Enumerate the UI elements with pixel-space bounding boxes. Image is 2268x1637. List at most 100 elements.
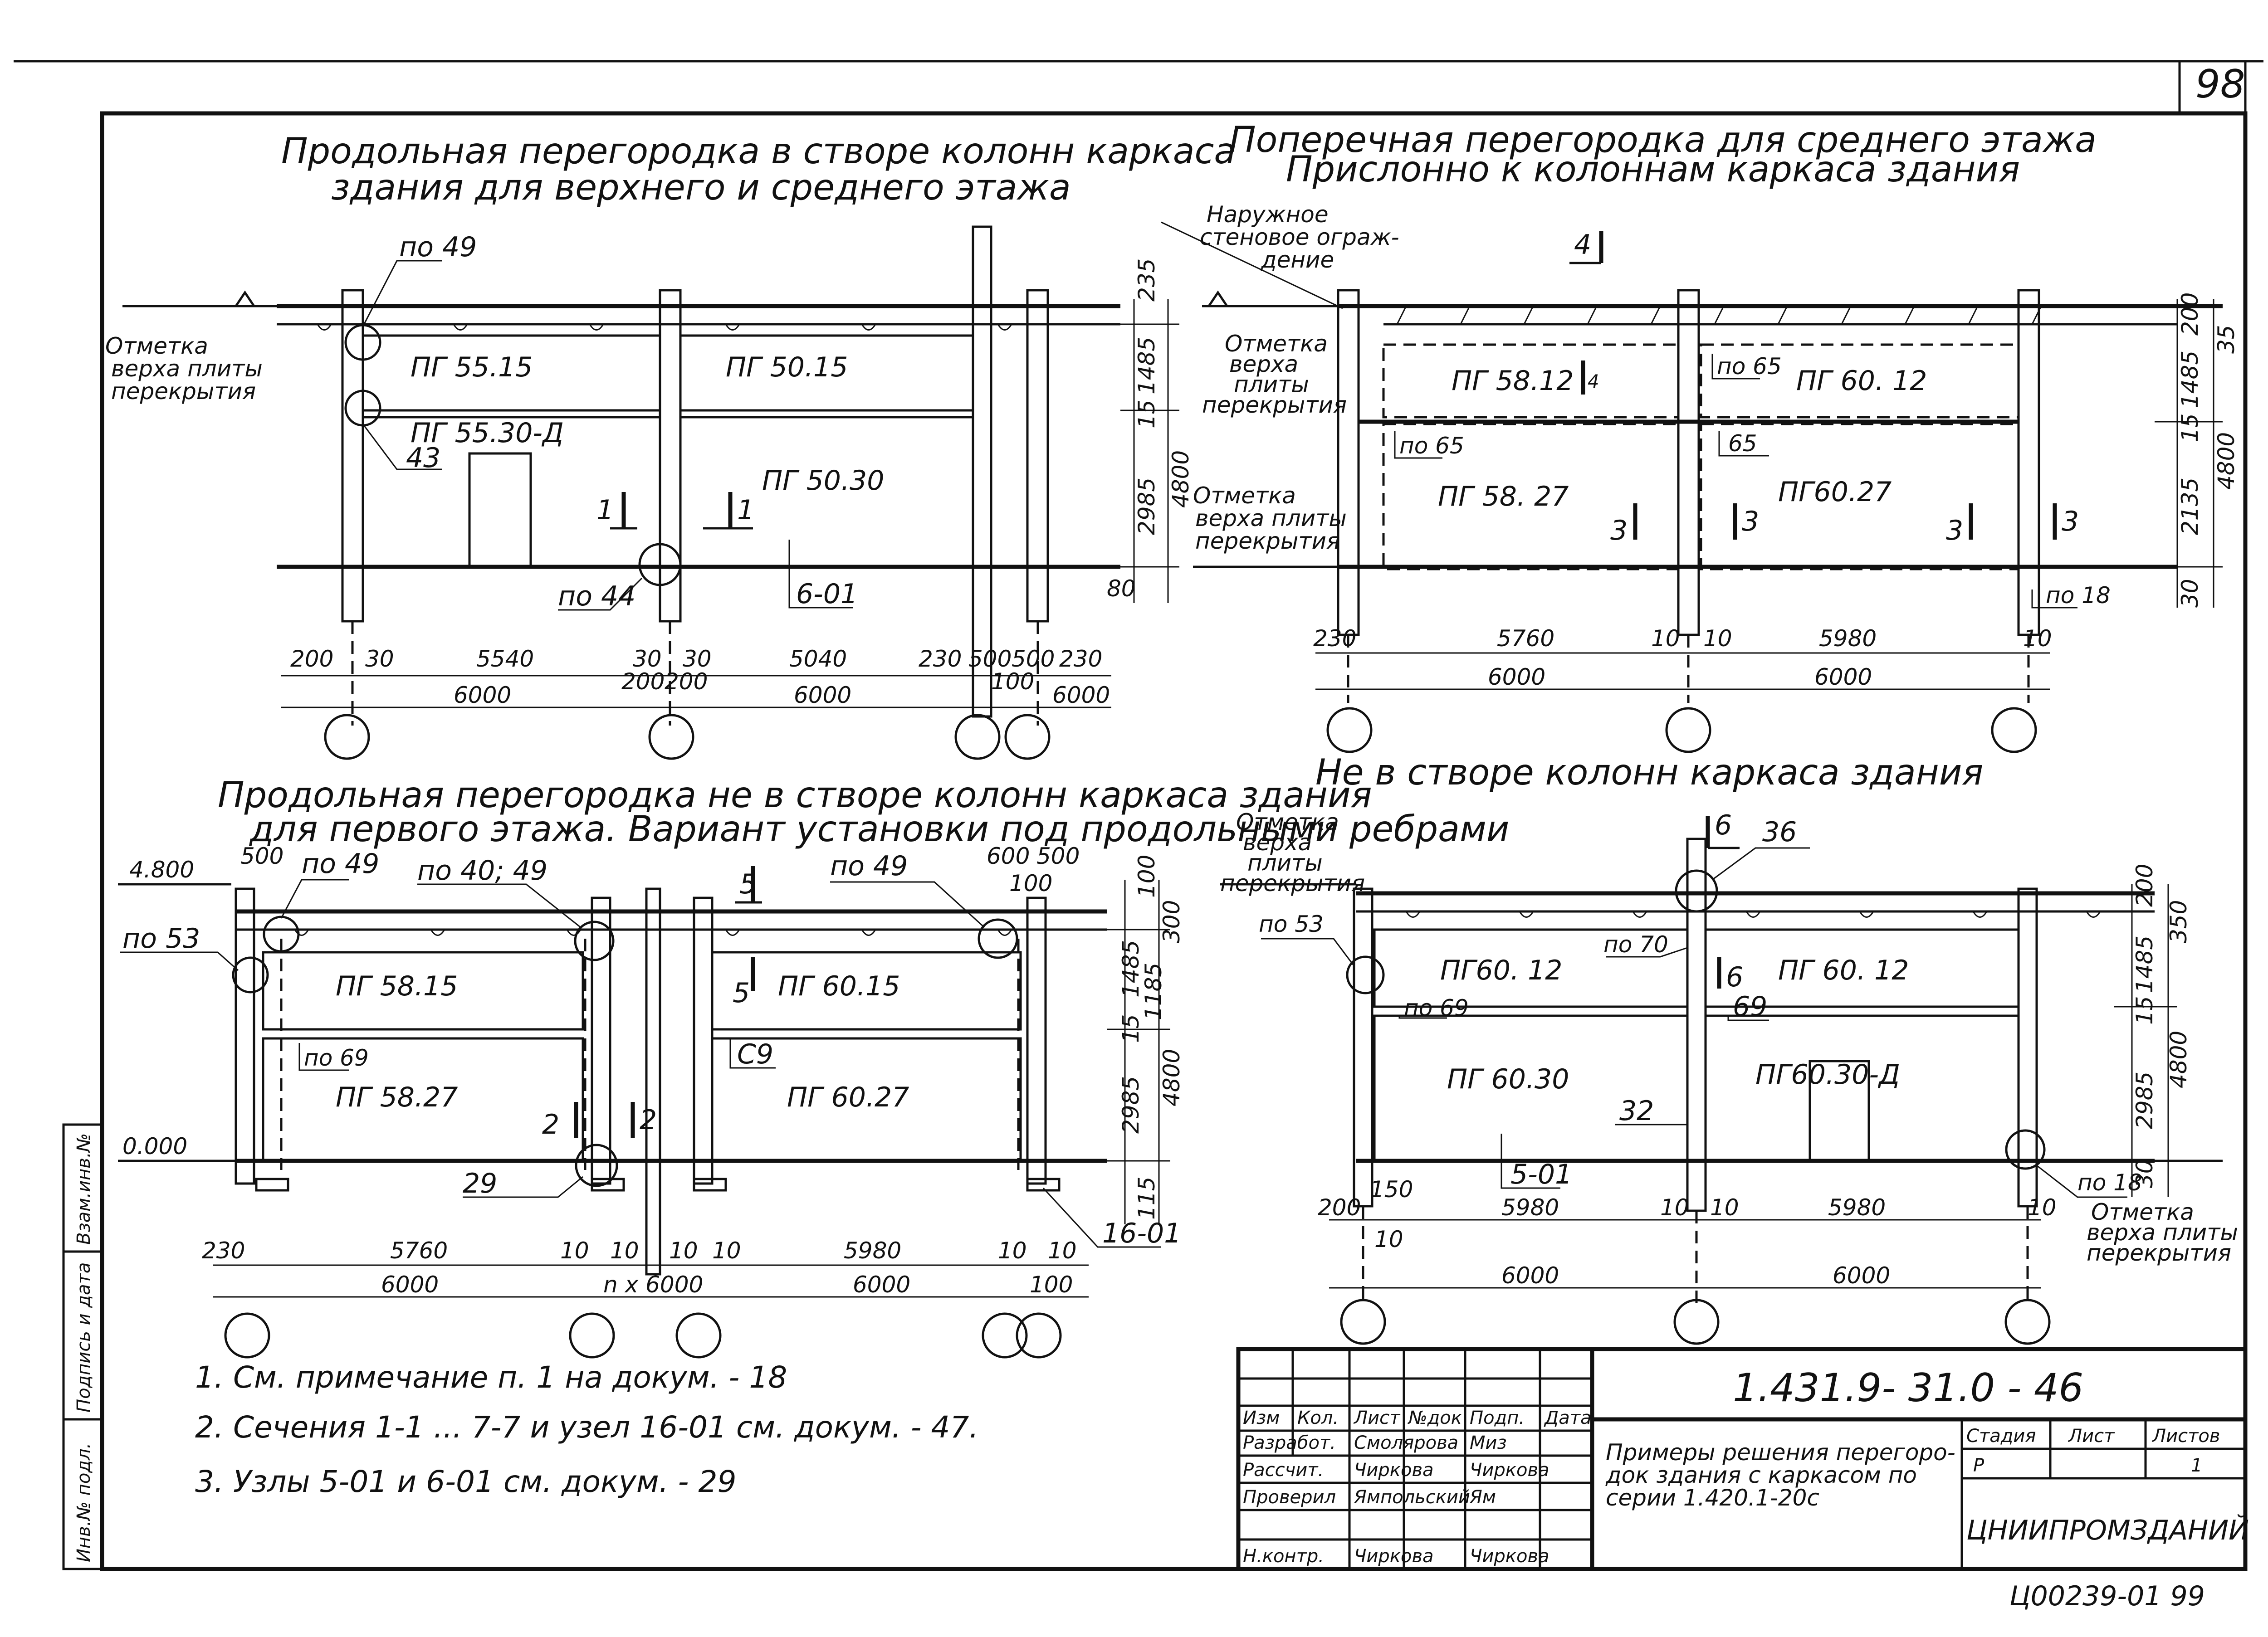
view-tr-callout-65b: по 65 <box>1717 353 1782 380</box>
view-br-dim-10c: 10 <box>2028 1194 2057 1221</box>
view-bl-dim-10d: 10 <box>712 1237 741 1264</box>
view-bl-callout-29: 29 <box>463 1168 497 1199</box>
view-tr-section-3c: 3 <box>1946 515 1963 546</box>
view-tr-title-line1: Поперечная перегородка для среднего этаж… <box>1229 120 2097 161</box>
view-bl-callout-69: по 69 <box>304 1045 369 1071</box>
view-bl-callout-1601: 16-01 <box>1102 1218 1181 1249</box>
view-bl-dim-10f: 10 <box>1048 1237 1077 1264</box>
view-tr-callout-65a: по 65 <box>1399 433 1464 459</box>
view-tr-panel-2: ПГ 60. 12 <box>1796 365 1927 397</box>
view-tr-level-a-line1: Отметка <box>1225 331 1328 357</box>
view-br-callout-501: 5-01 <box>1510 1159 1572 1190</box>
view-top-right: Поперечная перегородка для среднего этаж… <box>1161 120 2239 753</box>
view-tl-span-2: 6000 <box>794 682 851 708</box>
view-tr-level-b-line3: перекрытия <box>1195 528 1340 554</box>
view-tr-section-3a: 3 <box>1610 515 1628 546</box>
view-tl-dim-500b: 500 <box>1012 646 1055 672</box>
note-3: 3. Узлы 5-01 и 6-01 см. докум. - 29 <box>195 1464 736 1499</box>
view-tl-dim-30a: 30 <box>365 646 394 672</box>
view-br-span-1: 6000 <box>1501 1262 1559 1289</box>
view-tl-rdim-2985: 2985 <box>1134 477 1160 535</box>
view-br-panel-1: ПГ60. 12 <box>1440 955 1562 986</box>
view-tr-wall-line1: Наружное <box>1207 201 1329 228</box>
notes: 1. См. примечание п. 1 на докум. - 18 2.… <box>195 1360 978 1499</box>
view-br-callout-53: по 53 <box>1259 911 1324 937</box>
view-tr-rdim-30: 30 <box>2177 579 2203 608</box>
view-br-dim-5980b: 5980 <box>1828 1194 1886 1221</box>
view-bl-rdim-1185: 1185 <box>1140 963 1167 1020</box>
view-tr-level-b-line2: верха плиты <box>1195 505 1347 531</box>
view-tl-rdim-235: 235 <box>1134 258 1160 302</box>
view-tr-section-3b: 3 <box>1742 506 1759 537</box>
view-bl-callout-40-49: по 40; 49 <box>417 855 547 887</box>
page-number: 98 <box>2195 62 2245 107</box>
view-tr-panel-4: ПГ60.27 <box>1778 476 1892 508</box>
view-br-level-b-line1: Отметка <box>2091 1199 2194 1225</box>
view-bl-rdim-115: 115 <box>1134 1177 1160 1220</box>
view-tr-span-2: 6000 <box>1814 664 1872 690</box>
view-tl-dim-30c: 30 <box>683 646 712 672</box>
view-br-callout-36: 36 <box>1762 816 1797 848</box>
view-br-callout-70: по 70 <box>1603 931 1668 958</box>
view-br-callout-6a: 6 <box>1715 809 1732 841</box>
view-bl-title-line1: Продольная перегородка не в створе колон… <box>218 775 1372 816</box>
view-bottom-left: Продольная перегородка не в створе колон… <box>118 775 1510 1359</box>
view-tr-rdim-35: 35 <box>2213 325 2239 354</box>
view-bl-rdim-2985: 2985 <box>1118 1076 1144 1134</box>
view-br-level-b-line2: верха плиты <box>2087 1219 2238 1246</box>
tb-stage-header: Стадия <box>1966 1426 2036 1447</box>
tb-row2-name: Чиркова <box>1354 1460 1434 1481</box>
view-tl-level-line1: Отметка <box>105 333 208 359</box>
title-block-desc-line2: док здания с каркасом по <box>1605 1462 1917 1488</box>
tb-col-izm: Изм <box>1243 1408 1280 1428</box>
view-tl-dim-200: 200 <box>290 646 333 672</box>
view-bl-section-5b: 5 <box>733 977 750 1009</box>
view-br-level-a-line3: плиты <box>1247 850 1323 876</box>
view-tr-level-b-line1: Отметка <box>1193 482 1296 509</box>
view-br-rdim-30: 30 <box>2131 1159 2158 1188</box>
side-stamp-replacement: Взам.инв.№ <box>73 1133 94 1245</box>
view-tl-panel-1: ПГ 55.15 <box>411 351 533 383</box>
view-tr-rdim-1485: 1485 <box>2177 351 2203 408</box>
tb-row4-role: Н.контр. <box>1243 1546 1324 1567</box>
view-tr-panel-3: ПГ 58. 27 <box>1438 481 1569 512</box>
view-bl-callout-53: по 53 <box>122 923 200 955</box>
view-bl-callout-500b: 500 <box>1036 843 1080 869</box>
view-tl-dim-230a: 230 <box>919 646 962 672</box>
view-tl-span-1: 6000 <box>454 682 511 708</box>
view-bl-rdim-1485: 1485 <box>1118 940 1144 998</box>
view-tl-rdim-15: 15 <box>1134 400 1160 429</box>
view-tl-callout-43: 43 <box>406 442 440 474</box>
view-bl-section-5a: 5 <box>739 868 757 900</box>
view-tr-rdim-4800: 4800 <box>2213 432 2239 490</box>
view-tr-section-3d: 3 <box>2062 506 2079 537</box>
view-br-callout-69a: по 69 <box>1404 995 1469 1021</box>
tb-sheets-value: 1 <box>2191 1455 2202 1476</box>
view-br-callout-32: 32 <box>1619 1095 1654 1127</box>
view-tr-section-4b: 4 <box>1588 371 1599 392</box>
side-stamp: Взам.инв.№ Подпись и дата Инв.№ подл. <box>62 1123 103 1570</box>
view-tl-callout-44: по 44 <box>558 580 635 612</box>
view-tl-panel-3: ПГ 55.30-Д <box>411 417 564 449</box>
view-tl-dim-30b: 30 <box>633 646 662 672</box>
view-br-span-2: 6000 <box>1833 1262 1890 1289</box>
view-br-dim-10a: 10 <box>1660 1194 1689 1221</box>
view-bl-callout-100: 100 <box>1009 870 1052 896</box>
title-block-org: ЦНИИПРОМЗДАНИЙ <box>1966 1514 2249 1546</box>
view-br-level-a-line2: верха <box>1243 829 1312 856</box>
view-bl-dim-5760: 5760 <box>390 1237 448 1264</box>
tb-row3-name: Ямпольский <box>1354 1487 1470 1508</box>
view-tl-panel-2: ПГ 50.15 <box>726 351 848 383</box>
view-tl-level-line2: верха плиты <box>111 356 263 382</box>
view-br-callout-69b: 69 <box>1733 991 1767 1023</box>
view-bl-title-line2: для первого этажа. Вариант установки под… <box>249 809 1510 850</box>
tb-row1-name: Смолярова <box>1354 1432 1458 1453</box>
view-tr-title-line2: Прислонно к колоннам каркаса здания <box>1286 149 2020 190</box>
view-bl-callout-c9: С9 <box>737 1038 773 1070</box>
page-number-box <box>2178 60 2247 115</box>
view-tl-rdim-1485: 1485 <box>1134 337 1160 395</box>
note-1: 1. См. примечание п. 1 на докум. - 18 <box>195 1360 787 1395</box>
view-bl-rdim-4800: 4800 <box>1158 1049 1185 1106</box>
view-bl-section-2a: 2 <box>542 1109 559 1140</box>
